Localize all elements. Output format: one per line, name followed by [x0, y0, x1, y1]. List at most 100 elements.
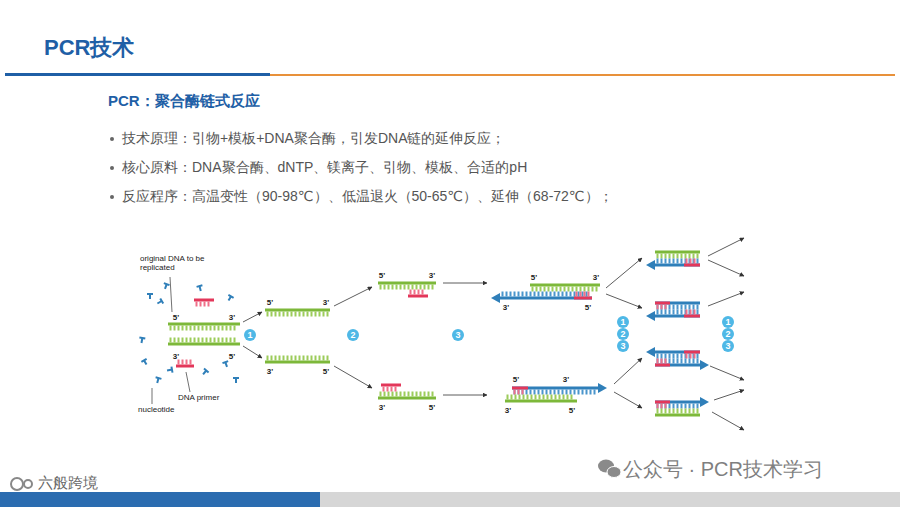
step-number: 3	[455, 331, 460, 340]
strand-end: 3'	[503, 303, 509, 312]
dna-strand	[512, 387, 528, 395]
step-number: 2	[620, 330, 625, 339]
dna-strand	[408, 290, 428, 298]
step-number: 1	[620, 318, 625, 327]
strand-end: 5'	[569, 406, 575, 415]
strand-end: 5'	[173, 313, 179, 322]
strand-end: 5'	[429, 403, 435, 412]
flow-arrow	[708, 292, 744, 306]
dna-strand	[655, 401, 700, 409]
extension-head	[646, 260, 655, 270]
flow-arrow	[243, 346, 262, 358]
step-circle: 3	[452, 329, 464, 341]
strand-end: 3'	[505, 406, 511, 415]
dna-strand	[655, 359, 670, 367]
watermark: 公众号 · PCR技术学习	[623, 456, 823, 483]
nucleotide-symbol	[162, 282, 170, 290]
strand-end: 3'	[563, 375, 569, 384]
flow-arrow	[614, 358, 642, 384]
dna-strand	[655, 401, 670, 409]
step-number: 1	[247, 331, 252, 340]
dna-strand	[655, 259, 700, 267]
part-label: original DNA to be replicated	[140, 254, 220, 272]
dna-strand	[381, 384, 401, 392]
flow-arrow	[443, 395, 487, 396]
nucleotide-symbol	[201, 368, 209, 376]
dna-strand	[684, 259, 700, 267]
brand-logo	[11, 478, 32, 490]
step-number: 3	[620, 342, 625, 351]
dna-strand	[530, 284, 600, 292]
step-circle: 1	[244, 329, 256, 341]
dna-strand	[655, 351, 700, 359]
flow-arrow	[243, 312, 262, 322]
dna-strand	[684, 351, 700, 359]
dna-strand	[655, 302, 670, 310]
strand-end: 5'	[229, 352, 235, 361]
dna-strand	[655, 359, 700, 367]
leader-line	[186, 372, 190, 392]
flow-arrow	[606, 258, 642, 288]
flow-arrow	[712, 412, 744, 430]
header-rule	[270, 74, 895, 76]
bullet-dot	[110, 137, 114, 141]
header-rule	[5, 73, 270, 76]
dna-strand	[655, 310, 700, 318]
step-number: 1	[725, 318, 730, 327]
step-circle: 2	[347, 329, 359, 341]
dna-strand	[655, 302, 700, 310]
dna-strand	[500, 292, 592, 300]
flow-arrow	[714, 390, 744, 400]
extension-head	[646, 347, 655, 357]
dna-strand	[265, 356, 330, 364]
strand-end: 5'	[323, 367, 329, 376]
nucleotide-symbol	[222, 360, 230, 368]
flow-arrow	[614, 392, 642, 408]
strand-end: 5'	[267, 298, 273, 307]
flow-arrow	[708, 238, 744, 256]
bullet-text: 核心原料：DNA聚合酶、dNTP、镁离子、引物、模板、合适的pH	[122, 159, 527, 177]
dna-strand	[378, 282, 436, 290]
strand-end: 5'	[531, 273, 537, 282]
dna-strand	[655, 409, 700, 417]
subtitle: PCR：聚合酶链式反应	[108, 92, 260, 111]
bullet-dot	[110, 195, 114, 199]
step-circle: 2	[722, 328, 734, 340]
flow-arrow	[606, 294, 642, 308]
extension-head	[700, 397, 709, 407]
step-circle: 2	[617, 328, 629, 340]
dna-strand	[265, 309, 330, 317]
dna-strand	[684, 310, 700, 318]
dna-strand	[194, 299, 214, 307]
nucleotide-symbol	[139, 337, 146, 344]
step-circle: 1	[722, 316, 734, 328]
dna-strand	[574, 292, 592, 300]
nucleotide-symbol	[196, 284, 203, 291]
strand-end: 3'	[173, 352, 179, 361]
nucleotide-symbol	[167, 367, 174, 374]
dna-strand	[168, 338, 240, 346]
pcr-illustration	[139, 238, 744, 430]
leader-line	[170, 277, 172, 312]
nucleotide-symbol	[233, 377, 239, 383]
strand-end: 3'	[379, 403, 385, 412]
step-circle: 1	[617, 316, 629, 328]
watermark: 六般跨境	[38, 474, 98, 493]
extension-head	[491, 293, 500, 303]
strand-end: 5'	[585, 303, 591, 312]
strand-end: 5'	[513, 375, 519, 384]
dna-strand	[655, 251, 700, 259]
dna-strand	[168, 323, 240, 331]
dna-strand	[505, 395, 577, 403]
strand-end: 3'	[267, 367, 273, 376]
extension-head	[598, 383, 607, 393]
step-circle: 3	[722, 340, 734, 352]
dna-strand	[512, 387, 598, 395]
wechat-icon	[598, 460, 621, 478]
flow-arrow	[334, 287, 372, 306]
strand-end: 3'	[593, 273, 599, 282]
part-label: nucleotide	[138, 405, 174, 414]
footer-bar	[320, 492, 900, 507]
part-label: DNA primer	[178, 393, 219, 402]
